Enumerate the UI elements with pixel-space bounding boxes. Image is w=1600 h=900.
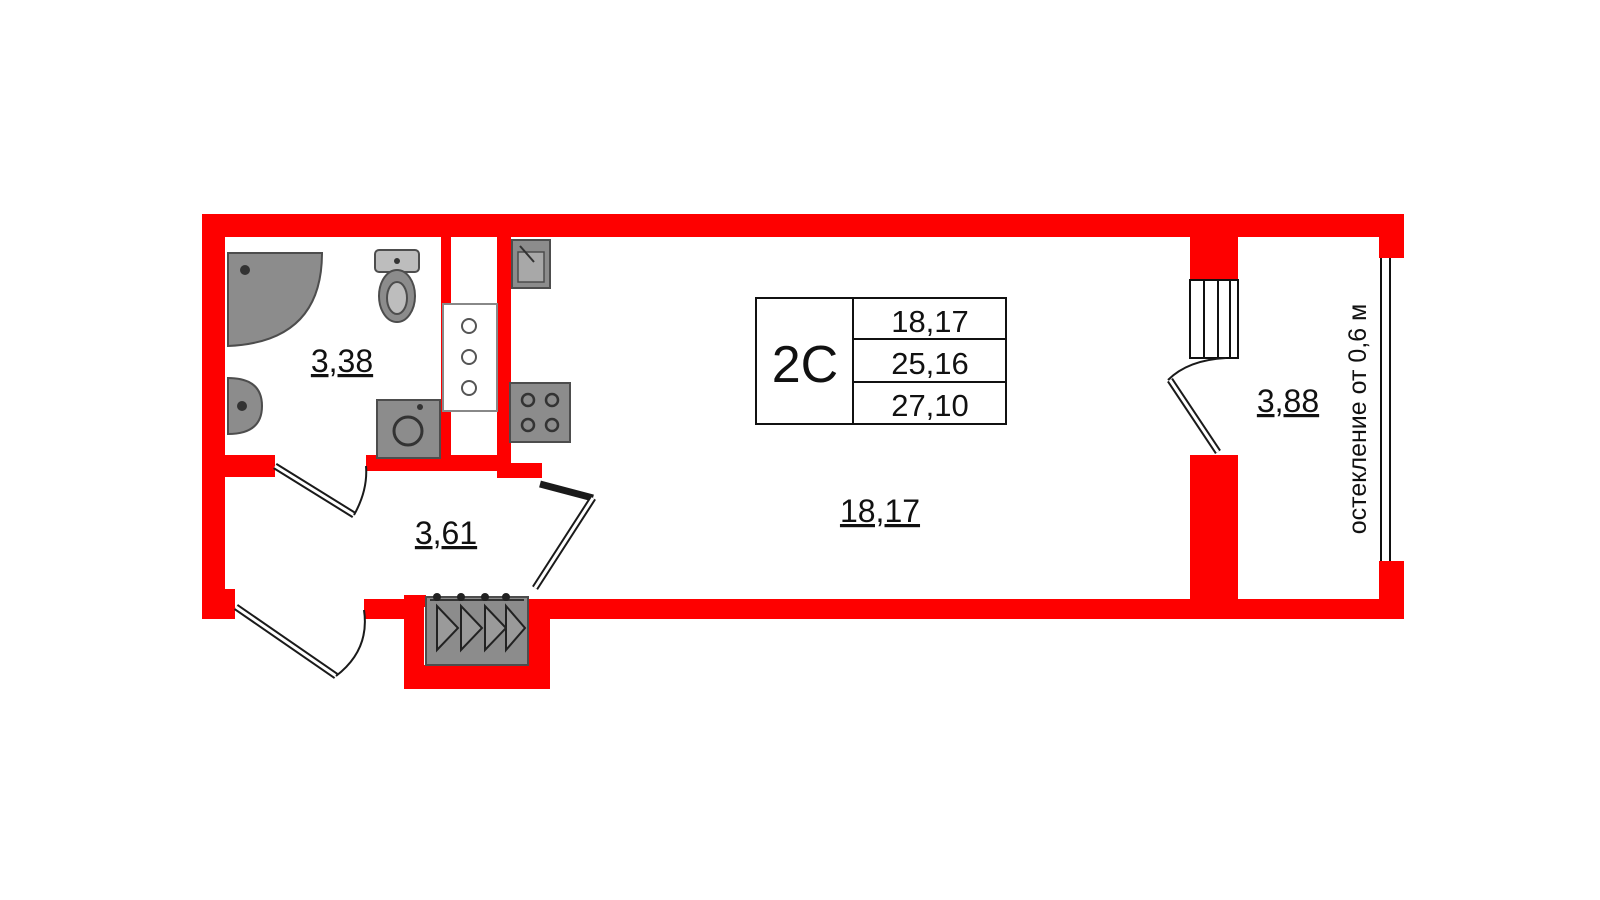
room-door: [532, 480, 596, 590]
ventilation-shaft: [442, 303, 498, 412]
wardrobe-hangers-icon: [425, 593, 529, 666]
bathroom-area-label: 3,38: [311, 343, 373, 379]
area-total: 25,16: [891, 346, 969, 381]
wall-balcony-far-top: [1379, 214, 1404, 258]
wall-bottom-mid: [364, 599, 404, 619]
apartment-info-table: 2С 18,17 25,16 27,10: [755, 297, 1007, 425]
bathroom-door: [273, 463, 368, 518]
area-total-with-balcony: 27,10: [891, 388, 969, 423]
wall-bathroom-bottom-left: [225, 455, 275, 477]
wall-bottom-left: [202, 599, 232, 619]
wardrobe-niche-bottom: [404, 665, 550, 689]
washbasin-icon: [227, 376, 264, 436]
entrance-door: [234, 604, 366, 679]
stove-icon: [509, 382, 571, 443]
balcony-area-label: 3,88: [1257, 383, 1319, 419]
wall-left-upper: [202, 214, 225, 589]
balcony-glazing-note: остекление от 0,6 м: [1344, 304, 1372, 534]
wall-shaft-right: [497, 214, 511, 463]
washing-machine-icon: [376, 399, 441, 459]
wall-corridor-stub: [497, 463, 542, 478]
wall-balcony-far-bottom: [1379, 561, 1404, 619]
balcony-door: [1167, 357, 1227, 454]
walls: [202, 214, 1404, 689]
kitchen-sink-icon: [511, 239, 551, 289]
shower-tray-icon: [227, 252, 324, 348]
wall-bottom-main: [540, 599, 1404, 619]
balcony-window: [1189, 279, 1239, 359]
wall-balcony-lower: [1190, 455, 1238, 619]
wardrobe-niche-top-left: [404, 595, 426, 607]
apartment-type-label: 2С: [772, 336, 838, 394]
hallway-area-label: 3,61: [415, 515, 477, 551]
balcony-glazing: [1380, 258, 1391, 561]
area-living: 18,17: [891, 304, 969, 339]
living-room-area-label: 18,17: [840, 493, 920, 529]
toilet-icon: [374, 249, 420, 323]
wall-balcony-upper: [1190, 214, 1238, 280]
